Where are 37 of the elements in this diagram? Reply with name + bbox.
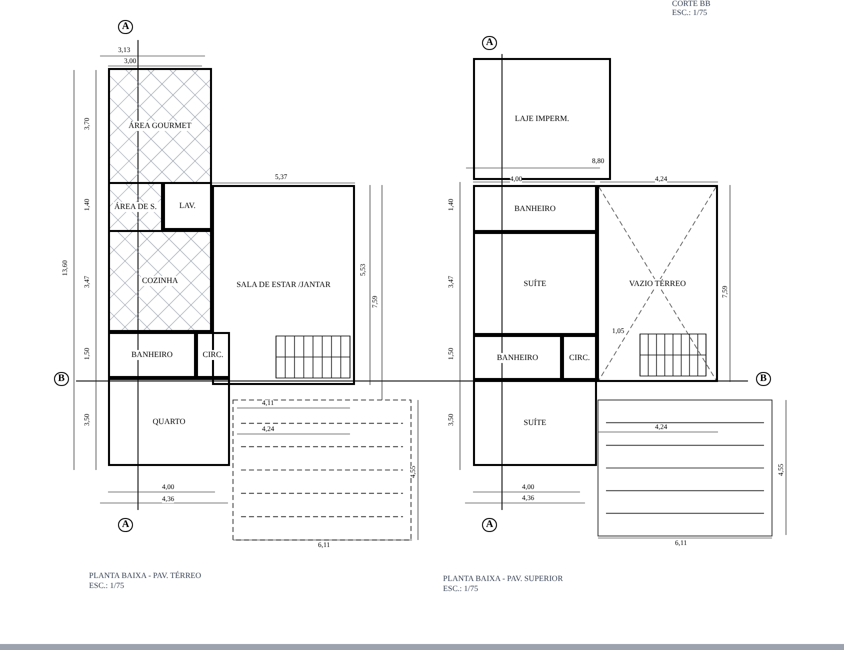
room-outline: [473, 232, 597, 335]
room-name: BANHEIRO: [496, 352, 540, 362]
room-name: LAV.: [178, 201, 197, 211]
room-outline: [473, 380, 597, 466]
room-name: BANHEIRO: [513, 204, 557, 214]
room-name: VAZIO TÉRREO: [628, 278, 687, 288]
room-name: CIRC.: [202, 350, 224, 360]
section-marker: A: [118, 20, 134, 34]
room-name: QUARTO: [152, 417, 186, 427]
room-outline: [473, 335, 562, 380]
room-name: SALA DE ESTAR /JANTAR: [235, 280, 332, 290]
room-outline: [108, 378, 230, 466]
room-outline: [473, 58, 611, 180]
room-name: BANHEIRO: [130, 350, 174, 360]
drawing-title: CORTE BB: [672, 0, 710, 8]
section-marker: B: [54, 372, 69, 386]
section-marker: B: [756, 372, 771, 386]
room-name: SUÍTE: [522, 278, 548, 288]
room-name: COZINHA: [141, 276, 179, 286]
room-name: ÁREA DE S.: [113, 202, 158, 212]
room-outline: [473, 185, 597, 232]
room-name: SUÍTE: [522, 418, 548, 428]
drawing-title: ESC.: 1/75: [89, 582, 124, 590]
drawing-title: ESC.: 1/75: [672, 9, 708, 17]
drawing-title: PLANTA BAIXA - PAV. TÉRREO: [89, 572, 202, 580]
section-marker: A: [482, 36, 498, 50]
room-outline: [196, 332, 230, 378]
room-outline: [108, 332, 196, 378]
room-outline: [562, 335, 597, 380]
drawing-title: PLANTA BAIXA - PAV. SUPERIOR: [443, 575, 563, 583]
room-outline: [163, 182, 212, 230]
section-marker: A: [118, 518, 134, 532]
drawing-title: ESC.: 1/75: [443, 585, 478, 593]
room-name: LAJE IMPERM.: [514, 114, 570, 124]
room-name: ÁREA GOURMET: [128, 121, 192, 131]
room-name: CIRC.: [568, 352, 591, 362]
section-marker: A: [482, 518, 498, 532]
